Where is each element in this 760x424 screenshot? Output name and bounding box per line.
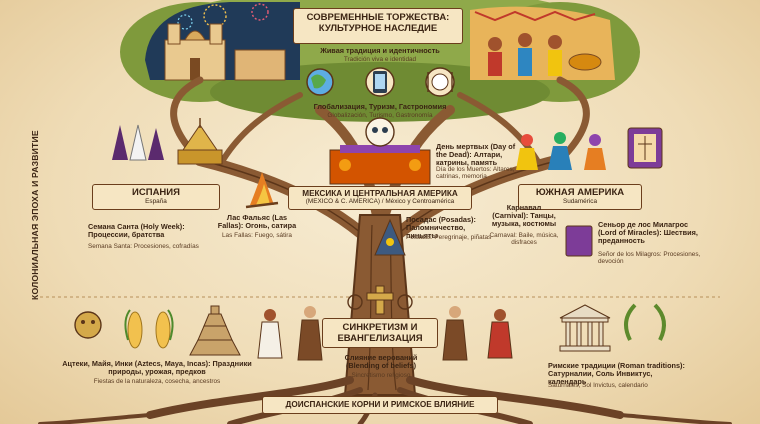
las-fallas-ru: Лас Фальяс (Las Fallas): Огонь, сатира — [217, 213, 297, 231]
day-of-dead-altar-icon — [329, 117, 431, 185]
blending-beliefs-ru: Слияние верований (Blending of beliefs) — [344, 353, 418, 371]
roots-banner: ДОИСПАНСКИЕ КОРНИ И РИМСКОЕ ВЛИЯНИЕ — [262, 396, 498, 414]
cross-icon — [366, 285, 394, 315]
mexico-banner-title: МЕКСИКА И ЦЕНТРАЛЬНАЯ АМЕРИКА — [302, 189, 458, 198]
lord-of-miracles-icon — [565, 127, 663, 257]
mexico-banner: МЕКСИКА И ЦЕНТРАЛЬНАЯ АМЕРИКА (MEXICO & … — [288, 186, 472, 210]
paso-float-icon — [177, 118, 223, 165]
south-america-banner-sub: Sudamérica — [562, 198, 598, 205]
globe-icon — [306, 68, 334, 96]
semana-santa-ru: Семана Санта (Holy Week): Процессии, бра… — [88, 222, 185, 240]
carnival-dancers-icon — [516, 132, 606, 170]
carnaval-es: Carnaval: Baile, música, disfraces — [489, 232, 559, 247]
spain-banner: ИСПАНИЯ España — [92, 184, 220, 210]
top-title-banner: СОВРЕМЕННЫЕ ТОРЖЕСТВА: КУЛЬТУРНОЕ НАСЛЕД… — [293, 8, 463, 44]
bonfire-icon — [245, 172, 279, 209]
mexico-banner-sub: (MEXICO & C. AMERICA) / México y Centroa… — [305, 198, 455, 205]
syncretism-banner: СИНКРЕТИЗМ И ЕВАНГЕЛИЗАЦИЯ — [322, 318, 438, 348]
festive-crowd-scene — [470, 6, 615, 81]
nazareno-procession-icon — [112, 124, 164, 161]
plate-cutlery-icon — [425, 67, 455, 97]
living-tradition-ru: Живая традиция и идентичность — [320, 46, 440, 55]
side-era-label: КОЛОНИАЛЬНАЯ ЭПОХА И РАЗВИТИЕ — [30, 130, 40, 300]
globalization-es: Globalización, Turismo, Gastronomía — [327, 112, 433, 119]
posadas-ru: Посадас (Posadas): Паломничество, пиньят… — [406, 215, 476, 241]
roman-temple-icon — [559, 304, 611, 352]
smartphone-icon — [365, 67, 395, 97]
las-fallas-es: Las Fallas: Fuego, sátira — [222, 232, 292, 239]
lord-of-miracles-es: Señor de los Milagros: Procesiones, devo… — [598, 251, 701, 266]
syncretism-line2: ЕВАНГЕЛИЗАЦИЯ — [337, 333, 423, 344]
fireworks-night-scene — [145, 2, 300, 81]
day-of-dead-es: Día de los Muertos: Altares, catrinas, m… — [436, 166, 515, 181]
indigenous-figure-icon — [257, 309, 513, 359]
spain-banner-sub: España — [145, 198, 167, 205]
living-tradition-es: Tradición viva e identidad — [343, 56, 417, 63]
south-america-banner: ЮЖНАЯ АМЕРИКА Sudamérica — [518, 184, 642, 210]
laurel-wreath-icon — [624, 303, 666, 341]
roman-traditions-ru: Римские традиции (Roman traditions): Сат… — [548, 361, 685, 387]
roman-traditions-es: Saturnales, Sol Invictus, calendario — [548, 382, 648, 389]
spain-banner-title: ИСПАНИЯ — [132, 187, 180, 198]
mayan-pyramid-icon — [189, 305, 241, 356]
posadas-es: Posadas: Peregrinaje, piñatas — [406, 234, 492, 241]
friar-figure-icon — [297, 306, 468, 361]
semana-santa-es: Semana Santa: Procesiones, cofradías — [88, 243, 199, 250]
nativity-pinata-icon — [374, 218, 406, 256]
pre-hispanic-es: Fiestas de la naturaleza, cosecha, ances… — [93, 378, 221, 385]
top-title-line2: КУЛЬТУРНОЕ НАСЛЕДИЕ — [318, 23, 438, 34]
blending-beliefs-es: Sincretismo religioso — [351, 372, 411, 379]
corn-icon — [124, 309, 174, 349]
syncretism-line1: СИНКРЕТИЗМ И — [342, 322, 418, 333]
carnaval-ru: Карнавал (Carnival): Танцы, музыка, кост… — [491, 203, 557, 229]
lord-of-miracles-ru: Сеньор де лос Милагрос (Lord of Miracles… — [598, 220, 698, 246]
day-of-dead-ru: День мертвых (Day of the Dead): Алтари, … — [436, 142, 516, 168]
pre-hispanic-ru: Ацтеки, Майя, Инки (Aztecs, Maya, Incas)… — [62, 359, 252, 377]
top-title-line1: СОВРЕМЕННЫЕ ТОРЖЕСТВА: — [306, 12, 450, 23]
aztec-mask-icon — [74, 311, 102, 339]
south-america-banner-title: ЮЖНАЯ АМЕРИКА — [535, 187, 625, 198]
globalization-ru: Глобализация, Туризм, Гастрономия — [313, 102, 447, 111]
aztec-sun-glyph-icon — [347, 294, 413, 310]
